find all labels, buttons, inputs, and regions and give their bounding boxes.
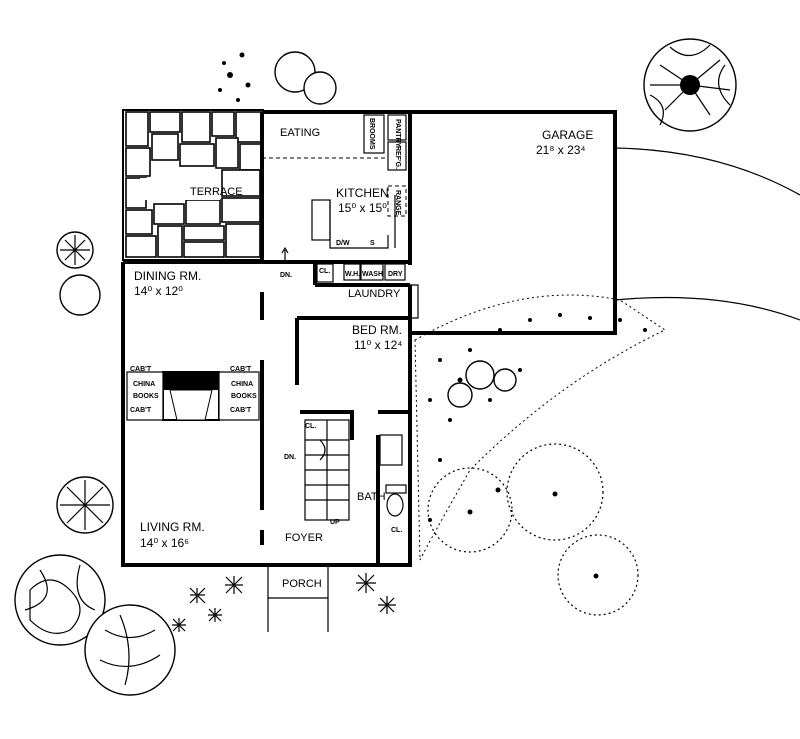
hall-closet-label: CL. (305, 423, 316, 430)
right-books-label: BOOKS (231, 393, 257, 400)
stair-up-label: UP (330, 519, 340, 526)
kitchen-label: KITCHEN (336, 186, 389, 200)
brooms-label: BROOMS (368, 118, 375, 150)
garage-size: 21⁸ x 23⁴ (536, 143, 586, 157)
sink-label: S (370, 240, 375, 247)
bedroom-size: 11⁰ x 12⁴ (354, 338, 402, 352)
dishwasher-label: D/W (336, 240, 350, 247)
porch-label: PORCH (282, 578, 322, 590)
left-books-label: BOOKS (133, 393, 159, 400)
stair-down-label: DN. (284, 454, 296, 461)
terrace-paving (122, 109, 264, 261)
landscaping (14, 38, 800, 696)
pantry-label: PANTRY (394, 119, 401, 147)
kitchen-down-label: DN. (280, 272, 292, 279)
bath-label: BATH (357, 491, 386, 503)
right-china-label: CHINA (231, 381, 253, 388)
shrub-icon (56, 476, 114, 534)
bedroom-label: BED RM. (352, 323, 402, 337)
foyer-label: FOYER (285, 532, 323, 544)
dining-label: DINING RM. (134, 269, 201, 283)
tree-icon (643, 38, 737, 132)
kitchen-size: 15⁰ x 15⁰ (338, 201, 387, 215)
refrigerator-label: REF'G. (394, 146, 401, 169)
garden-plants (447, 360, 517, 408)
right-cabinet-bottom-label: CAB'T (230, 407, 252, 414)
right-cabinet-top-label: CAB'T (230, 366, 252, 373)
water-heater-label: W.H. (345, 271, 360, 278)
living-size: 14⁰ x 16⁶ (140, 536, 189, 550)
left-cabinet-bottom-label: CAB'T (130, 407, 152, 414)
garage-label: GARAGE (542, 128, 593, 142)
living-label: LIVING RM. (140, 520, 205, 534)
dining-size: 14⁰ x 12⁰ (134, 284, 183, 298)
bath-closet-label: CL. (391, 527, 402, 534)
laundry-label: LAUNDRY (348, 288, 401, 300)
walls (121, 110, 617, 632)
washer-label: WASH (362, 271, 383, 278)
laundry-closet-label: CL. (319, 268, 330, 275)
left-cabinet-top-label: CAB'T (130, 366, 152, 373)
dryer-label: DRY (388, 271, 403, 278)
range-label: RANGE (394, 190, 401, 216)
terrace-label: TERRACE (190, 186, 243, 198)
left-china-label: CHINA (133, 381, 155, 388)
eating-label: EATING (280, 127, 320, 139)
